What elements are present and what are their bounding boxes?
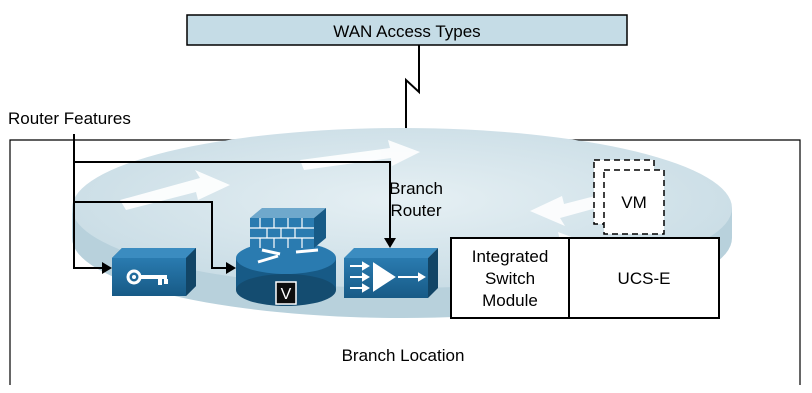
branch-location-label: Branch Location — [342, 346, 465, 365]
wan-serial-link-icon — [405, 45, 420, 140]
router-features-connectors — [73, 134, 391, 269]
key-security-icon — [112, 248, 196, 296]
router-v-label: V — [281, 286, 292, 303]
wan-access-label: WAN Access Types — [333, 22, 480, 41]
branch-router-label-line2: Router — [390, 201, 441, 220]
ucs-e-label: UCS-E — [618, 269, 671, 288]
firewall-router-icon: V — [236, 208, 336, 306]
wan-optimization-icon — [344, 248, 438, 298]
branch-router-label-line1: Branch — [389, 179, 443, 198]
router-features-label: Router Features — [8, 109, 131, 128]
vm-label: VM — [621, 193, 647, 212]
switch-ucs-box — [450, 237, 720, 319]
switch-module-label-line3: Module — [482, 291, 538, 310]
switch-module-label-line1: Integrated — [472, 247, 549, 266]
wan-access-box — [186, 14, 628, 46]
router-v-badge — [275, 281, 297, 305]
switch-module-label-line2: Switch — [485, 269, 535, 288]
virtual-machine-icon: VM — [593, 159, 665, 235]
